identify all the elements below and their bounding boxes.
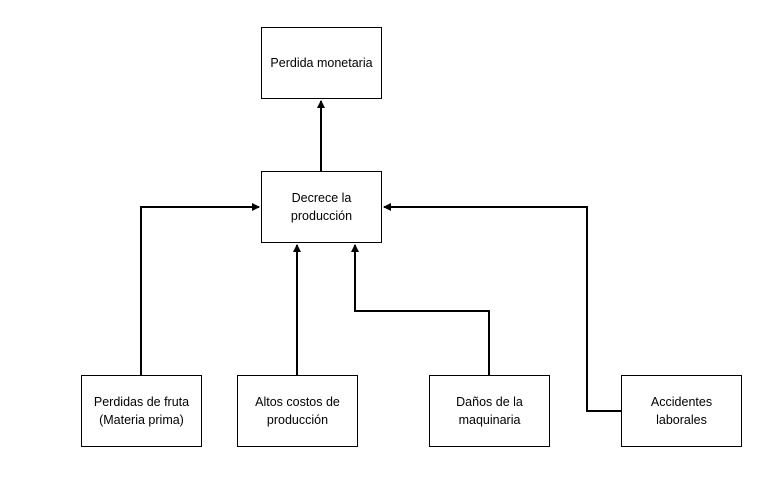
- arrow-danos-to-decrece: [351, 244, 490, 375]
- arrow-accidentes-to-decrece: [383, 203, 621, 412]
- node-decrece-produccion: Decrece la producción: [261, 171, 382, 243]
- arrow-fruta-to-decrece: [140, 203, 260, 375]
- node-perdida-monetaria-label: Perdida monetaria: [270, 56, 373, 70]
- node-perdida-monetaria: Perdida monetaria: [261, 27, 382, 99]
- node-perdidas-fruta: Perdidas de fruta (Materia prima): [81, 375, 202, 447]
- node-accidentes-laborales: Accidentes laborales: [621, 375, 742, 447]
- node-danos-maquinaria-label: Daños de la maquinaria: [456, 395, 523, 427]
- node-altos-costos: Altos costos de producción: [237, 375, 358, 447]
- node-decrece-produccion-label: Decrece la producción: [290, 191, 353, 223]
- node-perdidas-fruta-label: Perdidas de fruta (Materia prima): [93, 395, 190, 427]
- node-altos-costos-label: Altos costos de producción: [255, 395, 340, 427]
- node-danos-maquinaria: Daños de la maquinaria: [429, 375, 550, 447]
- node-accidentes-laborales-label: Accidentes laborales: [650, 395, 713, 427]
